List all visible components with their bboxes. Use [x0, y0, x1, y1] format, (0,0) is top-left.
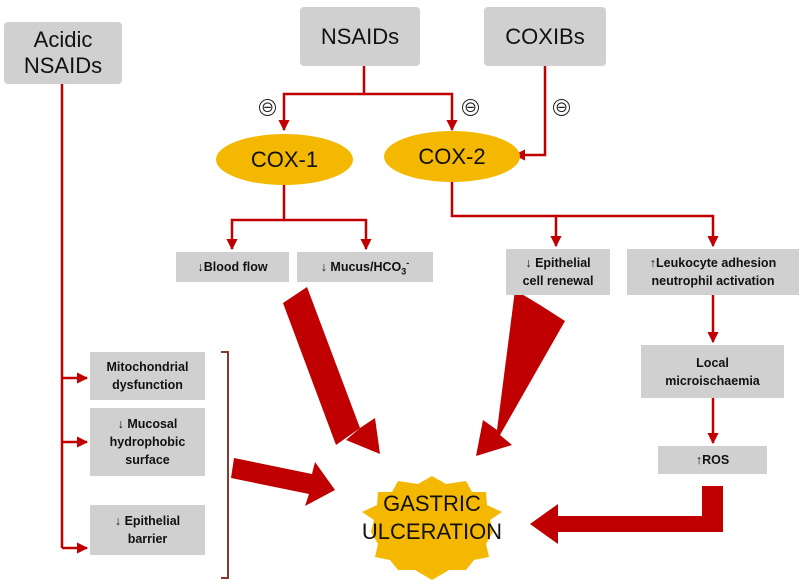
microischaemia-line-2: microischaemia — [665, 373, 760, 388]
mucosal-surface-line-2: hydrophobic — [109, 435, 186, 449]
inhibition-marker-coxibs: ⊖ — [553, 99, 570, 116]
mucus-label-subscript: 3 — [401, 266, 407, 277]
mucus-label-superscript: - — [406, 257, 410, 268]
coxibs-label: COXIBs — [505, 23, 585, 49]
blood-flow-box: ↓Blood flow — [176, 252, 289, 282]
mucus-label: ↓ Mucus/HCO3- — [321, 254, 410, 281]
mucosal-surface-line-1: ↓ Mucosal — [117, 417, 178, 431]
epithelial-renewal-box: ↓ Epithelial cell renewal — [506, 249, 610, 295]
acidic-nsaids-line-2: NSAIDs — [23, 53, 103, 78]
leukocyte-line-1: ↑Leukocyte adhesion — [649, 256, 777, 270]
epithelial-renewal-line-2: cell renewal — [522, 274, 594, 288]
nsaids-label: NSAIDs — [320, 23, 400, 49]
bracket — [221, 351, 229, 579]
big-arrow-ros — [530, 486, 723, 544]
mucus-box: ↓ Mucus/HCO3- — [297, 252, 433, 282]
microischaemia-line-1: Local — [696, 355, 729, 370]
big-arrow-cox1-effects — [283, 287, 380, 454]
big-arrow-bracket — [231, 458, 335, 506]
epithelial-barrier-box: ↓ Epithelial barrier — [90, 505, 205, 555]
arrow-nsaids-cox2 — [364, 92, 458, 132]
coxibs-box: COXIBs — [484, 7, 606, 66]
mucosal-surface-box: ↓ Mucosal hydrophobic surface — [90, 408, 205, 476]
inhibition-marker-cox2: ⊖ — [462, 99, 479, 116]
arrow-coxibs-cox2 — [513, 66, 547, 161]
nsaids-box: NSAIDs — [300, 7, 420, 66]
acidic-nsaids-box: Acidic NSAIDs — [4, 22, 122, 84]
leukocyte-line-2: neutrophil activation — [651, 274, 775, 288]
arrow-cox1-mucus — [284, 218, 372, 251]
inhibition-marker-cox1: ⊖ — [259, 99, 276, 116]
outcome-line-2: ULCERATION — [361, 519, 503, 544]
arrow-nsaids-cox1 — [278, 66, 366, 132]
microischaemia-box: Local microischaemia — [641, 345, 784, 398]
epithelial-barrier-line-2: barrier — [127, 532, 168, 546]
cox2-oval: COX-2 — [384, 131, 520, 182]
arrow-cox2-leukocyte — [556, 214, 719, 248]
epithelial-barrier-line-1: ↓ Epithelial — [114, 514, 181, 528]
gastric-ulceration-label: GASTRIC ULCERATION — [332, 480, 532, 556]
cox2-label: COX-2 — [418, 143, 486, 169]
mitochondrial-line-2: dysfunction — [112, 378, 183, 392]
mucosal-surface-line-3: surface — [125, 453, 170, 467]
leukocyte-box: ↑Leukocyte adhesion neutrophil activatio… — [627, 249, 799, 295]
epithelial-renewal-line-1: ↓ Epithelial — [525, 256, 591, 270]
outcome-line-1: GASTRIC — [383, 491, 481, 516]
blood-flow-label: ↓Blood flow — [197, 260, 268, 274]
cox1-oval: COX-1 — [216, 134, 353, 185]
arrow-cox2-epithelial — [450, 180, 562, 248]
ros-label: ↑ROS — [695, 453, 730, 467]
mucus-label-main: ↓ Mucus/HCO — [320, 259, 402, 274]
cox1-label: COX-1 — [250, 146, 319, 172]
gastric-ulceration-star — [362, 476, 502, 580]
mitochondrial-line-1: Mitochondrial — [106, 360, 189, 374]
arrow-cox1-blood-flow — [226, 180, 286, 251]
ros-box: ↑ROS — [658, 446, 767, 474]
mitochondrial-box: Mitochondrial dysfunction — [90, 352, 205, 400]
big-arrow-epithelial — [476, 290, 565, 456]
acidic-nsaids-line-1: Acidic — [33, 27, 93, 52]
